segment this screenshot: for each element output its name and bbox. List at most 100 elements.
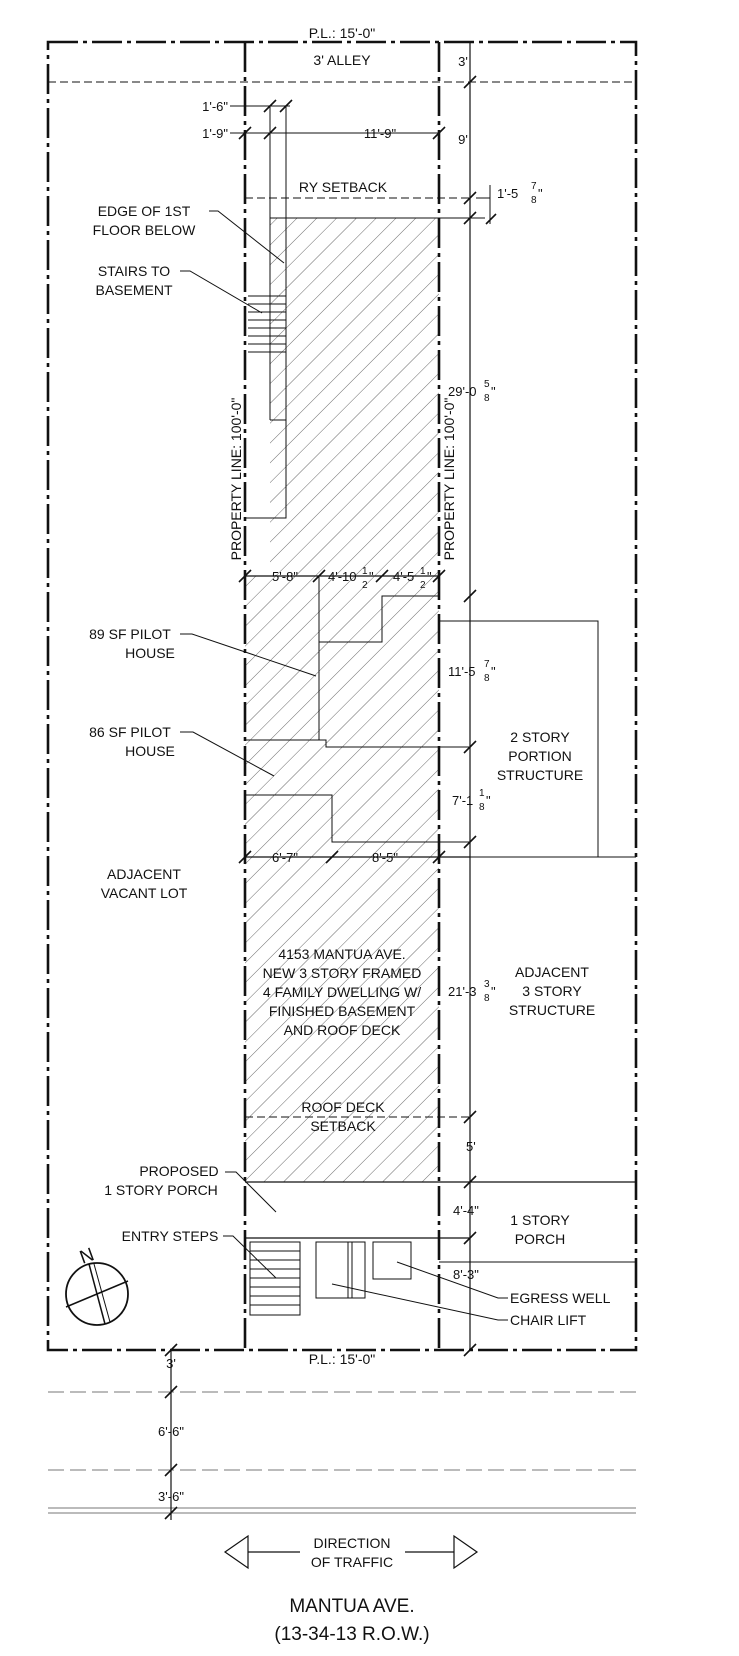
dim-1-5: 1'-5 (497, 186, 518, 201)
callout-pilot-89-1: 89 SF PILOT (89, 626, 171, 642)
dim-4-5: 4'-5 (393, 569, 414, 584)
two-story-3: STRUCTURE (497, 767, 583, 783)
egress-well (372, 1241, 412, 1280)
dim-6-7: 6'-7" (272, 850, 298, 865)
dim-1-6: 1'-6" (202, 99, 228, 114)
svg-text:": " (538, 186, 543, 201)
street-row: (13-34-13 R.O.W.) (274, 1624, 429, 1645)
svg-text:": " (491, 384, 496, 399)
traffic-arrow (223, 1534, 479, 1570)
right-dim-ticks (463, 75, 477, 1357)
dim-4-10-num: 1 (362, 566, 368, 577)
callout-entry-steps: ENTRY STEPS (122, 1228, 219, 1244)
traffic-label-2: OF TRAFFIC (311, 1554, 393, 1570)
svg-text:AND ROOF DECK: AND ROOF DECK (284, 1022, 401, 1038)
callout-porch-1: PROPOSED (139, 1163, 218, 1179)
vacant-lot-2: VACANT LOT (101, 885, 188, 901)
callout-chair-lift: CHAIR LIFT (510, 1312, 587, 1328)
callout-pilot-86-1: 86 SF PILOT (89, 724, 171, 740)
bottom-pl-label: P.L.: 15'-0" (309, 1351, 376, 1367)
two-story-2: PORTION (508, 748, 572, 764)
basement-stairs (248, 295, 286, 353)
svg-text:": " (369, 569, 374, 584)
svg-text:": " (486, 793, 491, 808)
dim-4-5-num: 1 (420, 566, 426, 577)
callout-pilot-89-2: HOUSE (125, 645, 175, 661)
dim-8-3: 8'-3" (453, 1267, 479, 1282)
north-arrow (65, 1262, 129, 1326)
entry-step-treads (250, 1250, 300, 1306)
dim-29-0-den: 8 (484, 393, 490, 404)
stairwell-outline (245, 420, 287, 519)
callout-leaders (180, 210, 508, 1321)
lot-boundary (46, 40, 638, 1352)
pilot-house-89 (318, 576, 439, 643)
svg-text:FINISHED BASEMENT: FINISHED BASEMENT (269, 1003, 416, 1019)
pilot-house-86 (319, 739, 470, 748)
dim-1-5-den: 8 (531, 195, 537, 206)
dim-5-8: 5'-8" (272, 569, 298, 584)
dim-4-4: 4'-4" (453, 1203, 479, 1218)
dim-8-5: 8'-5" (372, 850, 398, 865)
adjacent-porch-1: 1 STORY (510, 1212, 570, 1228)
dim-7-1-num: 1 (479, 788, 485, 799)
svg-text:": " (491, 984, 496, 999)
svg-text:4153 MANTUA AVE.: 4153 MANTUA AVE. (278, 946, 405, 962)
callout-edge-floor-1: EDGE OF 1ST (98, 203, 191, 219)
north-label: N (77, 1244, 97, 1268)
dim-9: 9' (458, 132, 468, 147)
dim-1-9: 1'-9" (202, 126, 228, 141)
pilot-house-86-lower (245, 794, 470, 843)
roof-deck-label-2: SETBACK (310, 1118, 376, 1134)
two-story-structure (439, 620, 599, 857)
dim-21-3-num: 3 (484, 979, 490, 990)
street-name: MANTUA AVE. (289, 1596, 414, 1617)
building-label: 4153 MANTUA AVE. NEW 3 STORY FRAMED 4 FA… (263, 946, 422, 1038)
alley-label: 3' ALLEY (313, 52, 371, 68)
two-story-1: 2 STORY (510, 729, 570, 745)
dim-29-0: 29'-0 (448, 384, 477, 399)
dim-7-1-den: 8 (479, 802, 485, 813)
top-pl-label: P.L.: 15'-0" (309, 25, 376, 41)
callout-edge-floor-2: FLOOR BELOW (93, 222, 196, 238)
dim-11-5-num: 7 (484, 659, 490, 670)
dim-11-9: 11'-9" (364, 126, 397, 141)
svg-text:": " (491, 664, 496, 679)
ry-setback-label: RY SETBACK (299, 179, 388, 195)
callout-porch-2: 1 STORY PORCH (104, 1182, 218, 1198)
lower-hatch (245, 576, 439, 1182)
dim-1-5-num: 7 (531, 181, 537, 192)
three-story-1: ADJACENT (515, 964, 589, 980)
upper-hatch (270, 218, 439, 576)
dim-4-10-den: 2 (362, 580, 368, 591)
dim-11-5-den: 8 (484, 673, 490, 684)
dim-3-6: 3'-6" (158, 1489, 184, 1504)
property-line-left-label: PROPERTY LINE: 100'-0" (228, 398, 244, 561)
dim-11-5: 11'-5 (448, 664, 476, 679)
dim-5: 5' (466, 1139, 476, 1154)
dim-7-1: 7'-1 (452, 793, 473, 808)
dim-3-top: 3' (458, 54, 468, 69)
callout-stairs-1: STAIRS TO (98, 263, 170, 279)
dim-21-3-den: 8 (484, 993, 490, 1004)
svg-text:": " (427, 569, 432, 584)
dim-3-bottom: 3' (166, 1356, 176, 1371)
callout-pilot-86-2: HOUSE (125, 743, 175, 759)
callout-stairs-2: BASEMENT (95, 282, 172, 298)
chair-lift (315, 1241, 366, 1299)
callout-egress-well: EGRESS WELL (510, 1290, 611, 1306)
dim-4-5-den: 2 (420, 580, 426, 591)
svg-text:NEW 3 STORY FRAMED: NEW 3 STORY FRAMED (263, 965, 422, 981)
traffic-label-1: DIRECTION (314, 1535, 391, 1551)
three-story-2: 3 STORY (522, 983, 582, 999)
dim-29-0-num: 5 (484, 379, 490, 390)
dim-4-10: 4'-10 (328, 569, 357, 584)
adjacent-porch-2: PORCH (515, 1231, 566, 1247)
dim-21-3: 21'-3 (448, 984, 477, 999)
three-story-3: STRUCTURE (509, 1002, 595, 1018)
svg-text:4 FAMILY DWELLING W/: 4 FAMILY DWELLING W/ (263, 984, 421, 1000)
roof-deck-label-1: ROOF DECK (301, 1099, 385, 1115)
dim-6-6: 6'-6" (158, 1424, 184, 1439)
vacant-lot-1: ADJACENT (107, 866, 181, 882)
